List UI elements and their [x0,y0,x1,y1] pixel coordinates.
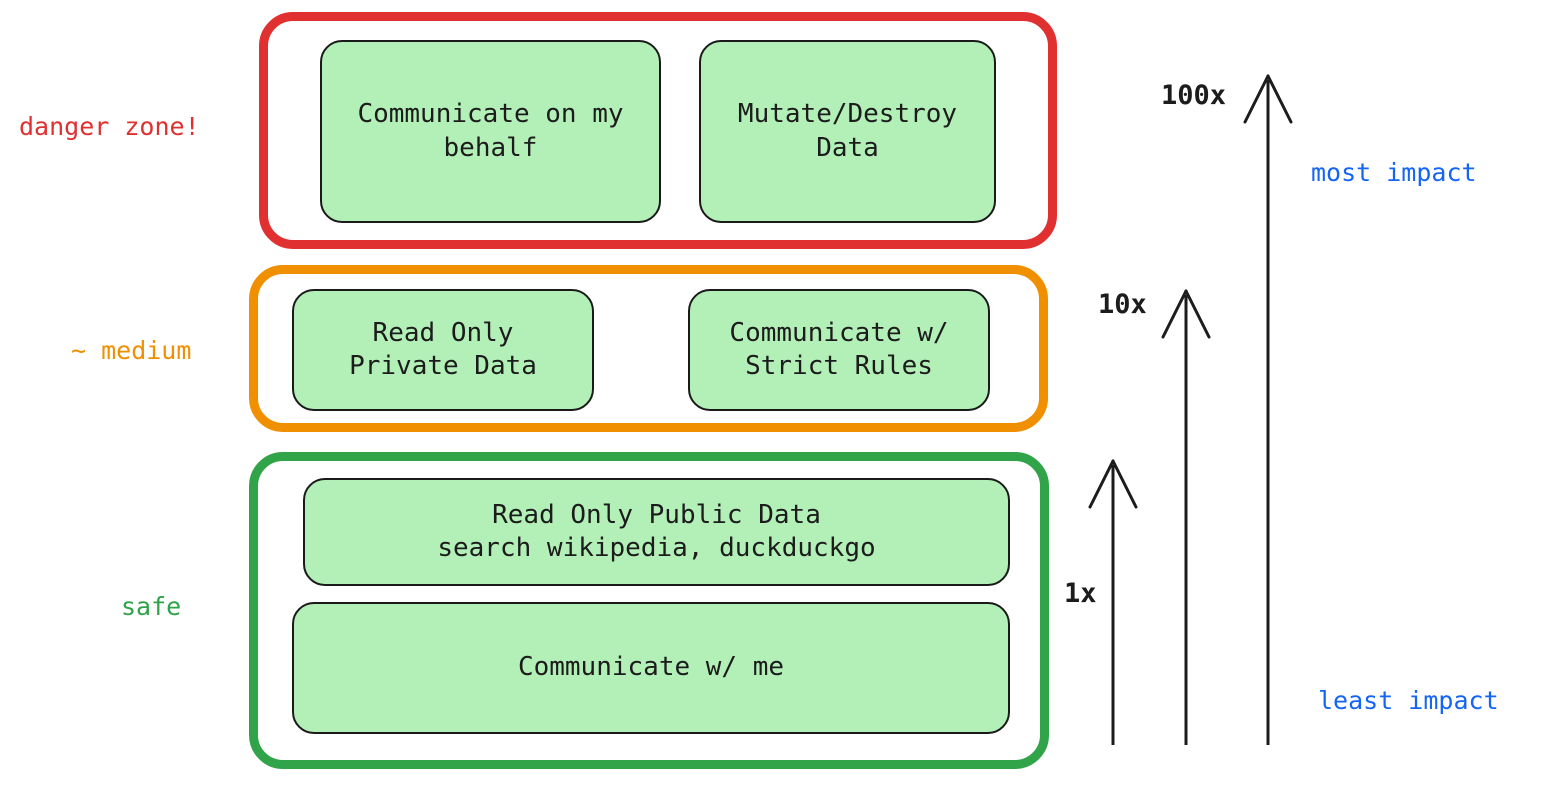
arrow-10x-icon [1161,289,1211,745]
capability-read-only-private-data[interactable]: Read Only Private Data [292,289,594,411]
capability-communicate-with-strict-rules[interactable]: Communicate w/ Strict Rules [688,289,990,411]
impact-arrow-group [1088,74,1293,745]
capability-read-only-public-data[interactable]: Read Only Public Data search wikipedia, … [303,478,1010,586]
zone-label-safe: safe [121,592,182,621]
capability-communicate-with-me[interactable]: Communicate w/ me [292,602,1010,734]
arrow-label-1x: 1x [1064,578,1097,609]
arrow-label-100x: 100x [1161,80,1227,111]
capability-mutate-destroy-data[interactable]: Mutate/Destroy Data [699,40,996,223]
arrow-1x-icon [1088,459,1138,745]
arrow-label-10x: 10x [1098,289,1147,320]
arrow-100x-icon [1243,74,1293,745]
zone-label-danger: danger zone! [19,112,200,141]
impact-label-most: most impact [1311,158,1477,187]
impact-label-least: least impact [1318,686,1499,715]
zone-label-medium: ~ medium [71,336,192,365]
capability-communicate-on-my-behalf[interactable]: Communicate on my behalf [320,40,661,223]
